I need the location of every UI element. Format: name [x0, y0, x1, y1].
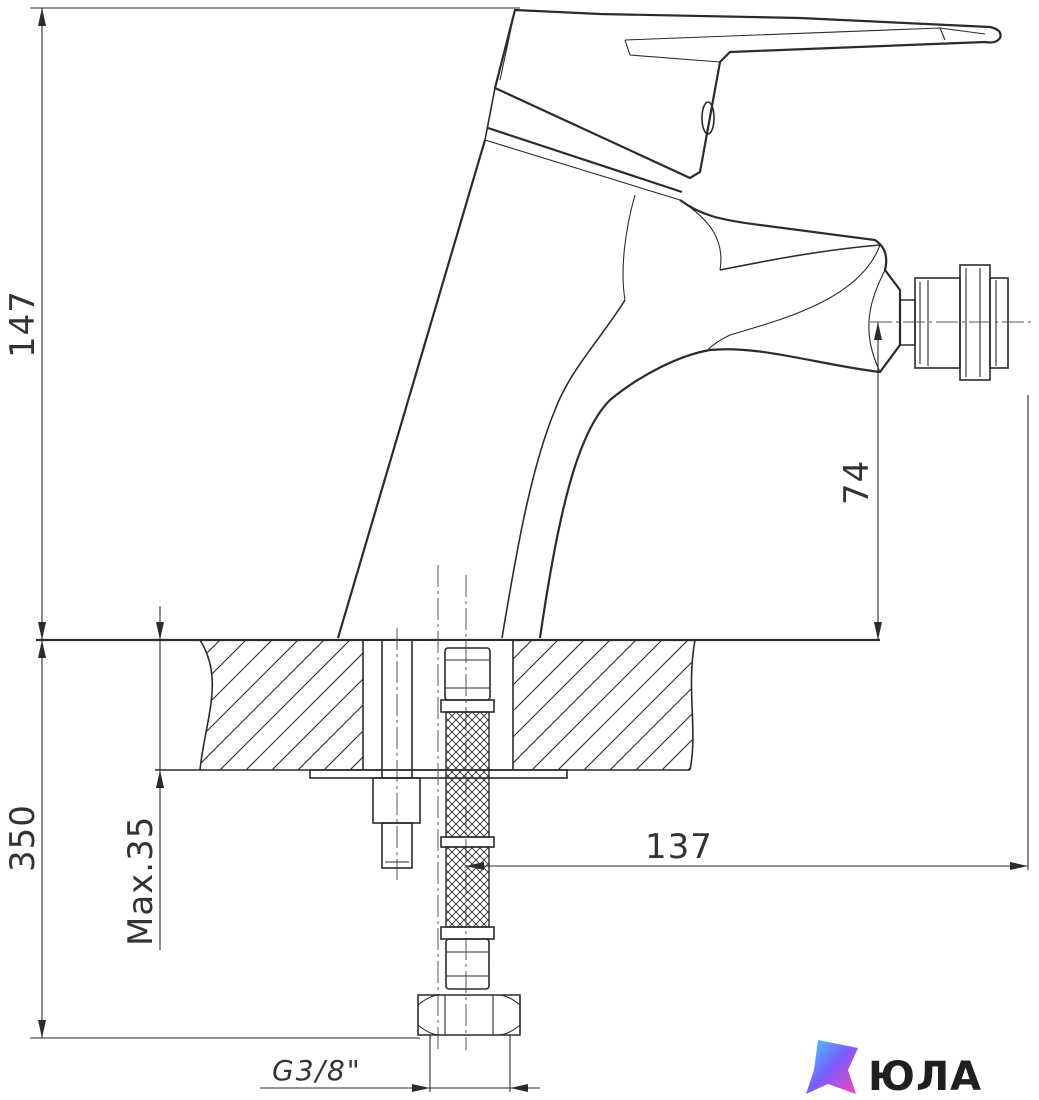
hatch-line [8, 620, 188, 800]
hatch-line [0, 620, 110, 800]
hatch-line [605, 640, 695, 770]
hatch-line [200, 640, 345, 770]
hatch-line [710, 620, 890, 800]
hatch-line [527, 640, 695, 770]
hatch-line [683, 640, 695, 770]
hatch-line [475, 640, 657, 770]
hatch-line [0, 620, 32, 800]
hatch-line [762, 620, 942, 800]
hatch-line [657, 640, 695, 770]
hatch-line [200, 640, 267, 770]
faucet-body [336, 8, 1035, 639]
hatch-line [736, 620, 916, 800]
hatch-line [200, 640, 293, 770]
thread-size-label: G3/8" [272, 1054, 362, 1087]
hatch-line [423, 640, 605, 770]
hatch-line [449, 640, 631, 770]
hatch-line [788, 620, 968, 800]
logo-star-icon [806, 1040, 858, 1094]
hatch-line [501, 640, 683, 770]
hatch-line [0, 620, 6, 800]
logo-wordmark: ЮЛА [868, 1054, 982, 1100]
hatch-line [200, 640, 319, 770]
flexible-hose [417, 565, 521, 1092]
mounting-stud [372, 628, 421, 880]
hatch-line [200, 640, 241, 770]
dimension-74-label: 74 [837, 460, 877, 505]
dimension-lines [30, 7, 1029, 1092]
hatch-line [0, 620, 162, 800]
hatch-line [553, 640, 695, 770]
dimension-350-label: 350 [3, 804, 43, 872]
dimension-max35-label: Max.35 [121, 816, 161, 946]
hatch-line [200, 640, 371, 770]
hatch-line [814, 620, 994, 800]
dimension-137-label: 137 [645, 827, 713, 867]
yula-logo: ЮЛА [806, 1040, 982, 1100]
hatch-line [0, 620, 58, 800]
hatch-line [0, 620, 136, 800]
counter-section [0, 620, 994, 800]
hatch-line [579, 640, 695, 770]
hatch-line [200, 640, 215, 770]
hatch-line [631, 640, 695, 770]
dimension-147-label: 147 [3, 290, 43, 358]
